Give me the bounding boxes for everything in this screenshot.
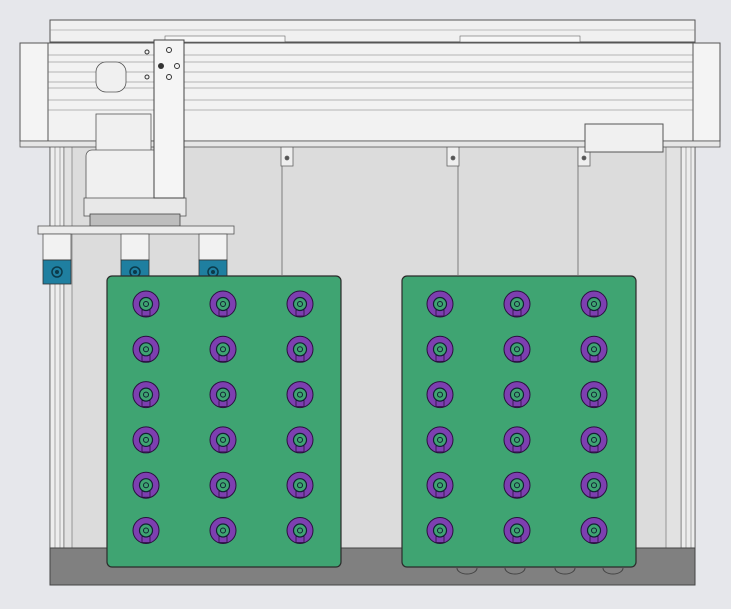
vial-cap xyxy=(286,517,314,544)
vial-cap xyxy=(209,471,237,499)
vial-cap xyxy=(209,381,237,409)
vial-cap xyxy=(286,290,314,318)
vial-cap xyxy=(503,517,531,544)
vial-cap xyxy=(580,471,608,499)
vial-cap xyxy=(286,381,314,409)
right-column xyxy=(665,139,696,551)
vial-cap xyxy=(580,426,608,454)
vial-cap xyxy=(209,517,237,544)
vial-cap xyxy=(580,335,608,363)
gripper-arm xyxy=(83,39,187,227)
vial-cap xyxy=(426,517,454,544)
tip-holder xyxy=(42,233,72,285)
vial-cap xyxy=(132,426,160,454)
vial-cap xyxy=(209,335,237,363)
vial-cap xyxy=(132,381,160,409)
top-frame xyxy=(49,19,696,43)
left-column xyxy=(49,139,73,551)
vial-cap xyxy=(426,426,454,454)
vial-cap xyxy=(132,290,160,318)
vial-cap xyxy=(286,426,314,454)
vial-cap xyxy=(209,290,237,318)
base-feet xyxy=(456,567,624,575)
vial-cap xyxy=(132,517,160,544)
vial-cap xyxy=(426,471,454,499)
vial-cap xyxy=(580,381,608,409)
vial-cap xyxy=(426,290,454,318)
vial-cap xyxy=(132,335,160,363)
vial-cap xyxy=(209,426,237,454)
vial-cap xyxy=(503,290,531,318)
vial-cap xyxy=(426,335,454,363)
vial-cap xyxy=(286,471,314,499)
vial-cap xyxy=(503,426,531,454)
vial-cap xyxy=(503,381,531,409)
vial-cap xyxy=(580,517,608,544)
vial-grid-left xyxy=(132,290,314,544)
vial-cap xyxy=(503,471,531,499)
gantry-end-bracket xyxy=(584,123,664,153)
vial-grid-right xyxy=(426,290,608,544)
tip-carrier xyxy=(37,225,235,285)
sample-rack-left xyxy=(106,275,342,568)
vial-cap xyxy=(132,471,160,499)
vial-cap xyxy=(426,381,454,409)
vial-cap xyxy=(580,290,608,318)
sample-rack-right xyxy=(401,275,637,568)
vial-cap xyxy=(286,335,314,363)
vial-cap xyxy=(503,335,531,363)
